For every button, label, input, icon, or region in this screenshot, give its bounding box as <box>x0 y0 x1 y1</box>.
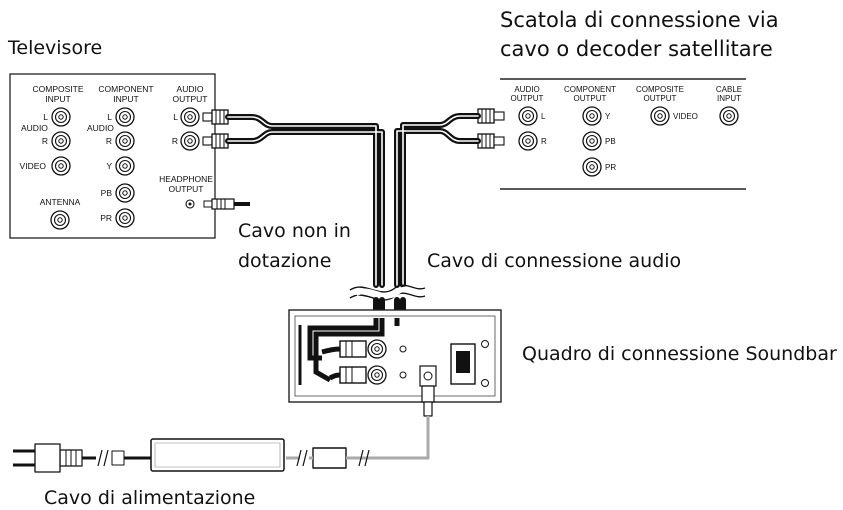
box-pr-jack <box>582 157 602 177</box>
tv-composite-audio-label: AUDIO <box>21 123 48 133</box>
tv-label: Televisore <box>7 37 102 59</box>
tv-pb-jack <box>115 183 135 203</box>
tv-component-audio-label: AUDIO <box>87 123 114 133</box>
box-component-output-label-2: OUTPUT <box>574 94 607 103</box>
tv-component-l-label: L <box>107 112 112 122</box>
tv-audio-output-label: AUDIO <box>177 84 204 94</box>
soundbar-power-switch <box>450 343 476 385</box>
tv-antenna-jack <box>50 210 70 230</box>
box-audio-output-label-2: OUTPUT <box>511 94 544 103</box>
tv-pr-jack <box>115 208 135 228</box>
tv-video-jack <box>51 156 71 176</box>
cable-break-mark <box>349 284 426 301</box>
box-video-jack <box>650 106 670 126</box>
tv-panel: COMPOSITE INPUT COMPONENT INPUT AUDIO OU… <box>9 73 216 239</box>
box-cable-input-label: CABLE <box>716 85 742 94</box>
box-video-label: VIDEO <box>673 112 698 121</box>
tv-headphone-label-2: OUTPUT <box>169 184 204 194</box>
tv-headphone-label: HEADPHONE <box>159 174 213 184</box>
tv-y-jack <box>115 156 135 176</box>
cable-not-included-line2: dotazione <box>238 250 331 272</box>
box-label-line1: Scatola di connessione via <box>500 8 779 32</box>
tv-audio-out-l-jack <box>180 107 200 127</box>
box-audio-l-label: L <box>541 112 546 121</box>
box-component-output-label: COMPONENT <box>564 85 616 94</box>
box-rca-plugs <box>477 108 505 149</box>
tv-antenna-label: ANTENNA <box>40 197 81 207</box>
tv-audio-out-r-label: R <box>172 136 178 146</box>
power-cable <box>13 385 435 473</box>
soundbar-panel <box>288 309 502 403</box>
soundbar-audio-in-l-jack <box>367 339 387 359</box>
power-cable-label: Cavo di alimentazione <box>44 487 255 509</box>
tv-audio-out-l-label: L <box>173 112 178 122</box>
box-cable-input-jack <box>719 106 739 126</box>
tv-pb-label: PB <box>101 188 113 198</box>
tv-audio-output-label-2: OUTPUT <box>173 94 208 104</box>
tv-composite-input-label-2: INPUT <box>45 94 71 104</box>
box-pb-label: PB <box>605 137 616 146</box>
box-label-line2: cavo o decoder satellitare <box>500 37 773 61</box>
tv-component-input-label: COMPONENT <box>98 84 153 94</box>
box-y-label: Y <box>605 112 611 121</box>
tv-composite-audio-r-jack <box>51 131 71 151</box>
tv-composite-r-label: R <box>42 136 48 146</box>
box-composite-output-label-2: OUTPUT <box>644 94 677 103</box>
box-audio-l-jack <box>518 106 538 126</box>
box-audio-r-label: R <box>541 137 547 146</box>
tv-audio-out-r-jack <box>180 131 200 151</box>
soundbar-audio-in-r-jack <box>367 365 387 385</box>
box-audio-output-label: AUDIO <box>514 85 539 94</box>
power-adapter <box>150 438 285 472</box>
box-pb-jack <box>582 131 602 151</box>
audio-cable-label: Cavo di connessione audio <box>427 250 681 272</box>
box-audio-r-jack <box>518 131 538 151</box>
tv-composite-audio-l-jack <box>51 107 71 127</box>
tv-component-audio-r-jack <box>115 131 135 151</box>
tv-composite-input-label: COMPOSITE <box>32 84 83 94</box>
box-cable-input-label-2: INPUT <box>717 94 741 103</box>
box-audio-cable <box>394 113 481 288</box>
tv-component-r-label: R <box>106 136 112 146</box>
tv-audio-cable <box>225 114 385 288</box>
tv-y-label: Y <box>106 161 112 171</box>
box-composite-output-label: COMPOSITE <box>636 85 684 94</box>
cable-not-included-line1: Cavo non in <box>238 220 351 242</box>
soundbar-panel-label: Quadro di connessione Soundbar <box>522 343 837 365</box>
tv-rca-plugs <box>202 109 229 149</box>
box-panel: AUDIO OUTPUT COMPONENT OUTPUT COMPOSITE … <box>500 78 746 190</box>
box-pr-label: PR <box>605 163 616 172</box>
tv-composite-l-label: L <box>43 112 48 122</box>
tv-component-audio-l-jack <box>115 107 135 127</box>
tv-component-input-label-2: INPUT <box>113 94 139 104</box>
tv-video-label: VIDEO <box>20 161 47 171</box>
box-y-jack <box>582 106 602 126</box>
tv-pr-label: PR <box>100 213 112 223</box>
headphone-cable <box>203 198 250 210</box>
